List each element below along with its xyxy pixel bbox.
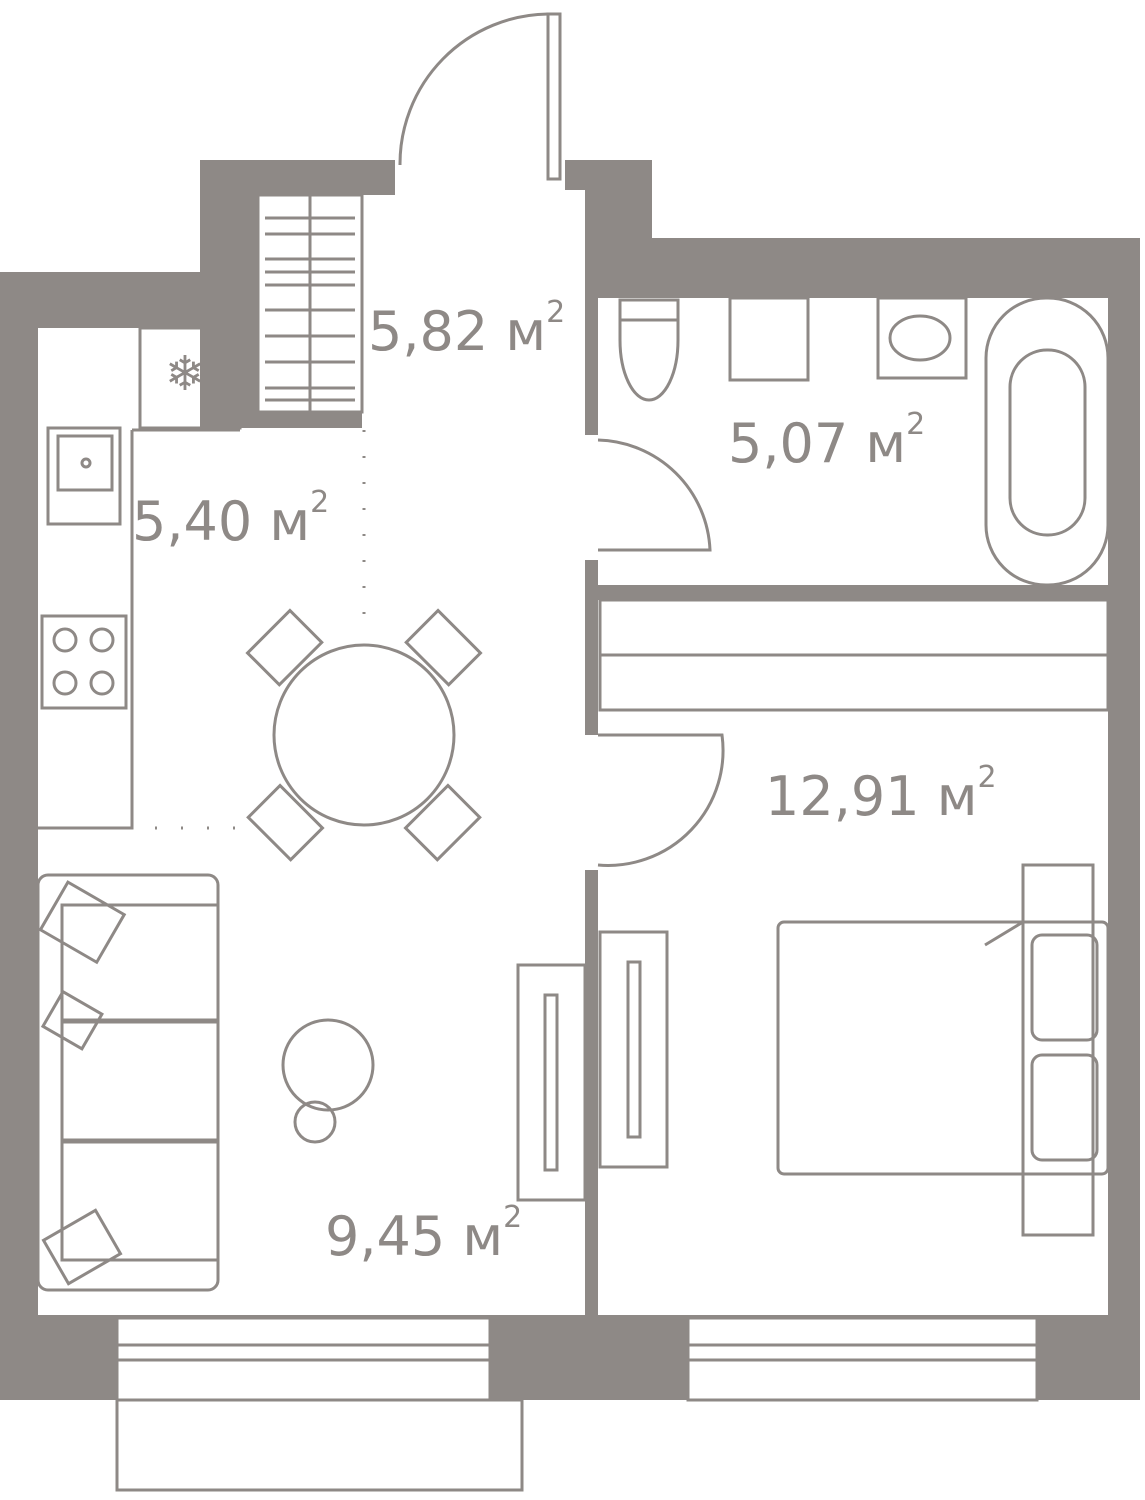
closet-bedroom — [598, 598, 1110, 712]
area-hallway: 5,82 м2 — [368, 295, 565, 363]
dining-table — [272, 643, 456, 827]
wardrobe — [256, 193, 364, 414]
sofa — [36, 873, 375, 1292]
bathroom-fixtures — [597, 296, 1110, 587]
area-bedroom: 12,91 м2 — [765, 760, 997, 828]
area-living: 9,45 м2 — [325, 1200, 522, 1268]
snowflake-icon: ❄ — [165, 348, 205, 401]
bedroom-door[interactable] — [597, 733, 725, 867]
area-kitchen: 5,40 м2 — [132, 485, 329, 553]
area-bathroom: 5,07 м2 — [728, 407, 925, 475]
walls — [0, 160, 1140, 1492]
entrance-door[interactable] — [398, 12, 562, 181]
kitchen: ❄ — [38, 326, 483, 862]
tv-units — [516, 930, 669, 1202]
bed — [776, 863, 1110, 1237]
area-labels: 5,82 м2 5,07 м2 5,40 м2 12,91 м2 9,45 м2 — [132, 295, 997, 1268]
chairs — [245, 608, 483, 862]
